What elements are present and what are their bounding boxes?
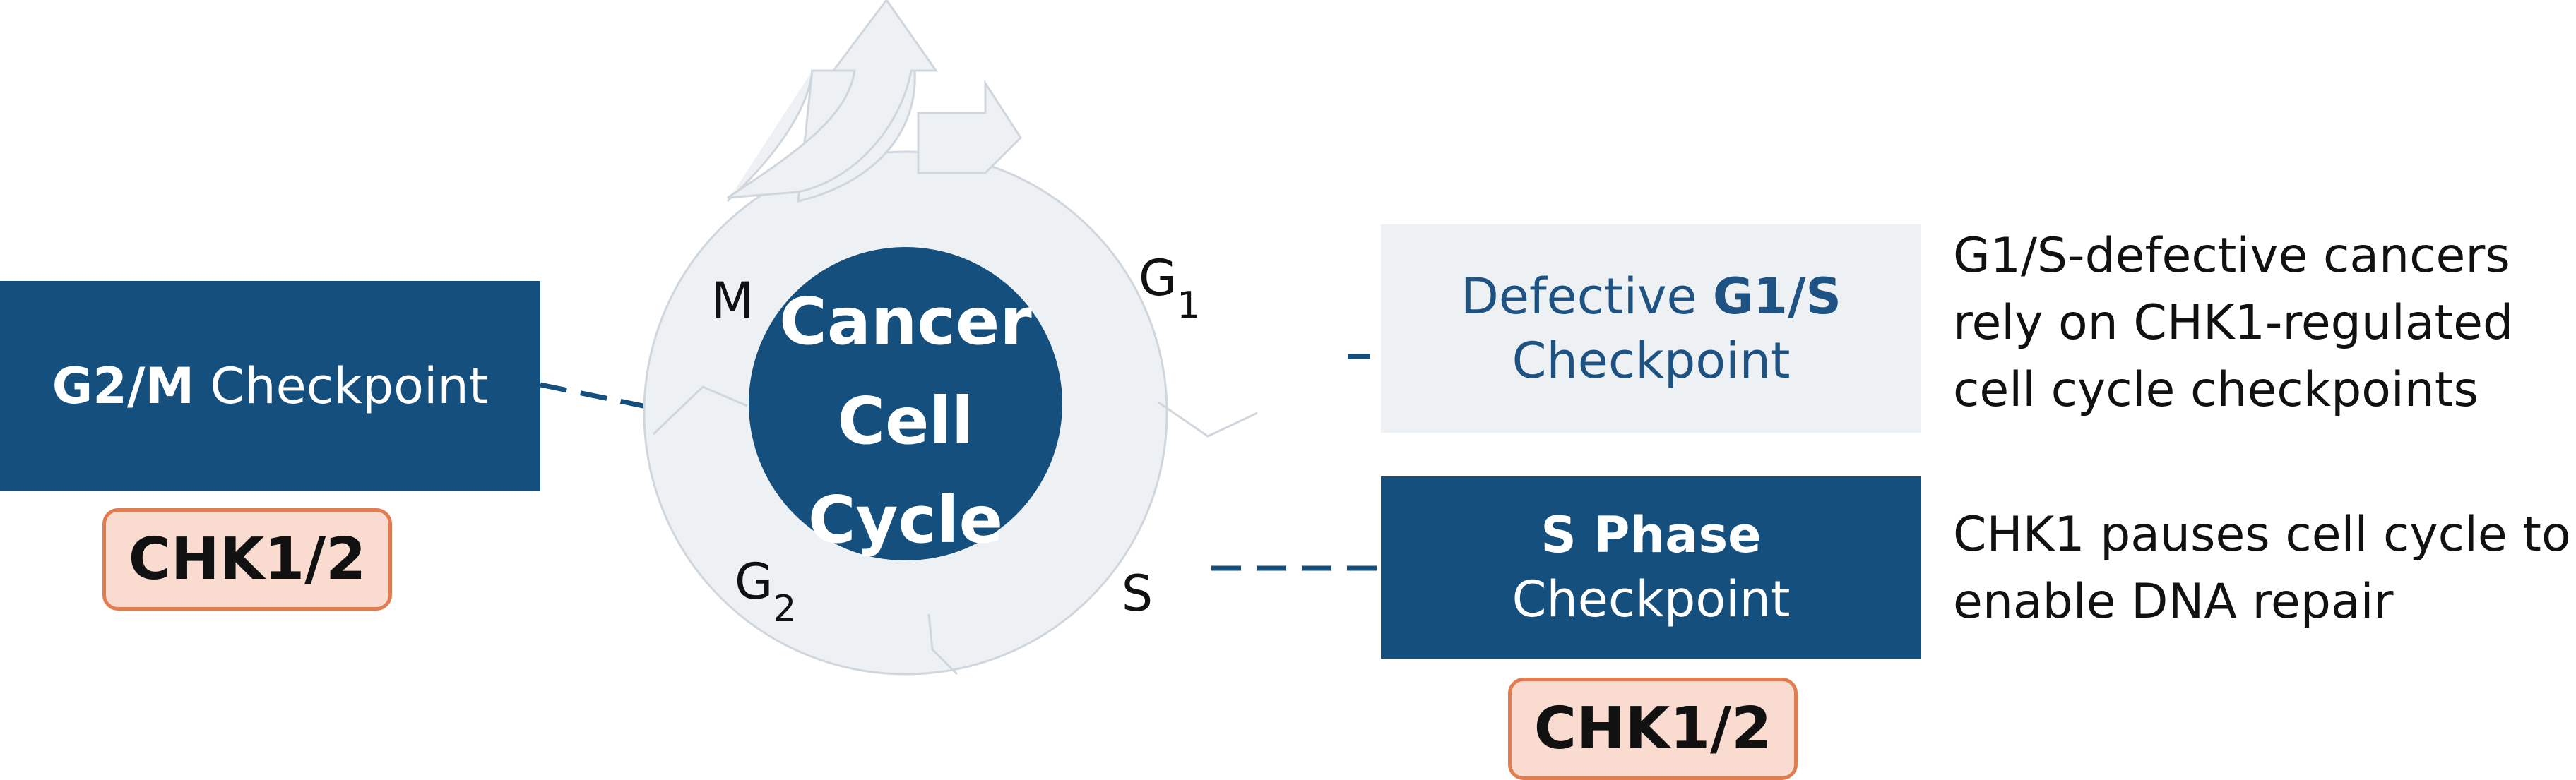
g1s-checkpoint-line2: Checkpoint [1512, 331, 1791, 390]
cycle-center [749, 247, 1062, 560]
s-checkpoint-line2: Checkpoint [1512, 570, 1791, 628]
segment-divider-g1-s [1158, 401, 1258, 438]
center-line-2: Cell [838, 383, 974, 459]
phase-g2-label: G2 [735, 553, 796, 630]
exit-arrow-body [727, 0, 938, 199]
s-chk-badge: CHK1/2 [1508, 678, 1798, 780]
g2m-connector [540, 382, 661, 412]
g2m-chk-badge: CHK1/2 [102, 508, 392, 611]
g2m-checkpoint-label: G2/M Checkpoint [52, 356, 489, 415]
center-line-1: Cancer [779, 284, 1032, 359]
s-checkpoint-box: S Phase Checkpoint [1381, 476, 1921, 659]
phase-s-label: S [1122, 565, 1153, 623]
cycle-arrowhead [917, 79, 1022, 174]
g1s-note: G1/S-defective cancers rely on CHK1-regu… [1953, 222, 2513, 424]
s-note: CHK1 pauses cell cycle to enable DNA rep… [1953, 501, 2571, 635]
g1s-note-line: G1/S-defective cancers [1953, 228, 2510, 284]
phase-g1-label: G1 [1139, 249, 1200, 327]
s-note-line: enable DNA repair [1953, 574, 2394, 630]
center-line-3: Cycle [808, 482, 1003, 558]
g2m-checkpoint-box: G2/M Checkpoint [0, 281, 540, 491]
g1s-note-line: cell cycle checkpoints [1953, 362, 2479, 419]
segment-divider-g2-s [927, 613, 958, 676]
phase-m-label: M [711, 272, 754, 330]
s-note-line: CHK1 pauses cell cycle to [1953, 507, 2571, 563]
g1s-checkpoint-line1: Defective G1/S [1461, 267, 1841, 325]
g1s-checkpoint-box: Defective G1/S Checkpoint [1381, 224, 1921, 433]
segment-divider-m-g2 [652, 385, 748, 436]
g1s-note-line: rely on CHK1-regulated [1953, 295, 2514, 352]
s-checkpoint-line1: S Phase [1541, 506, 1762, 564]
